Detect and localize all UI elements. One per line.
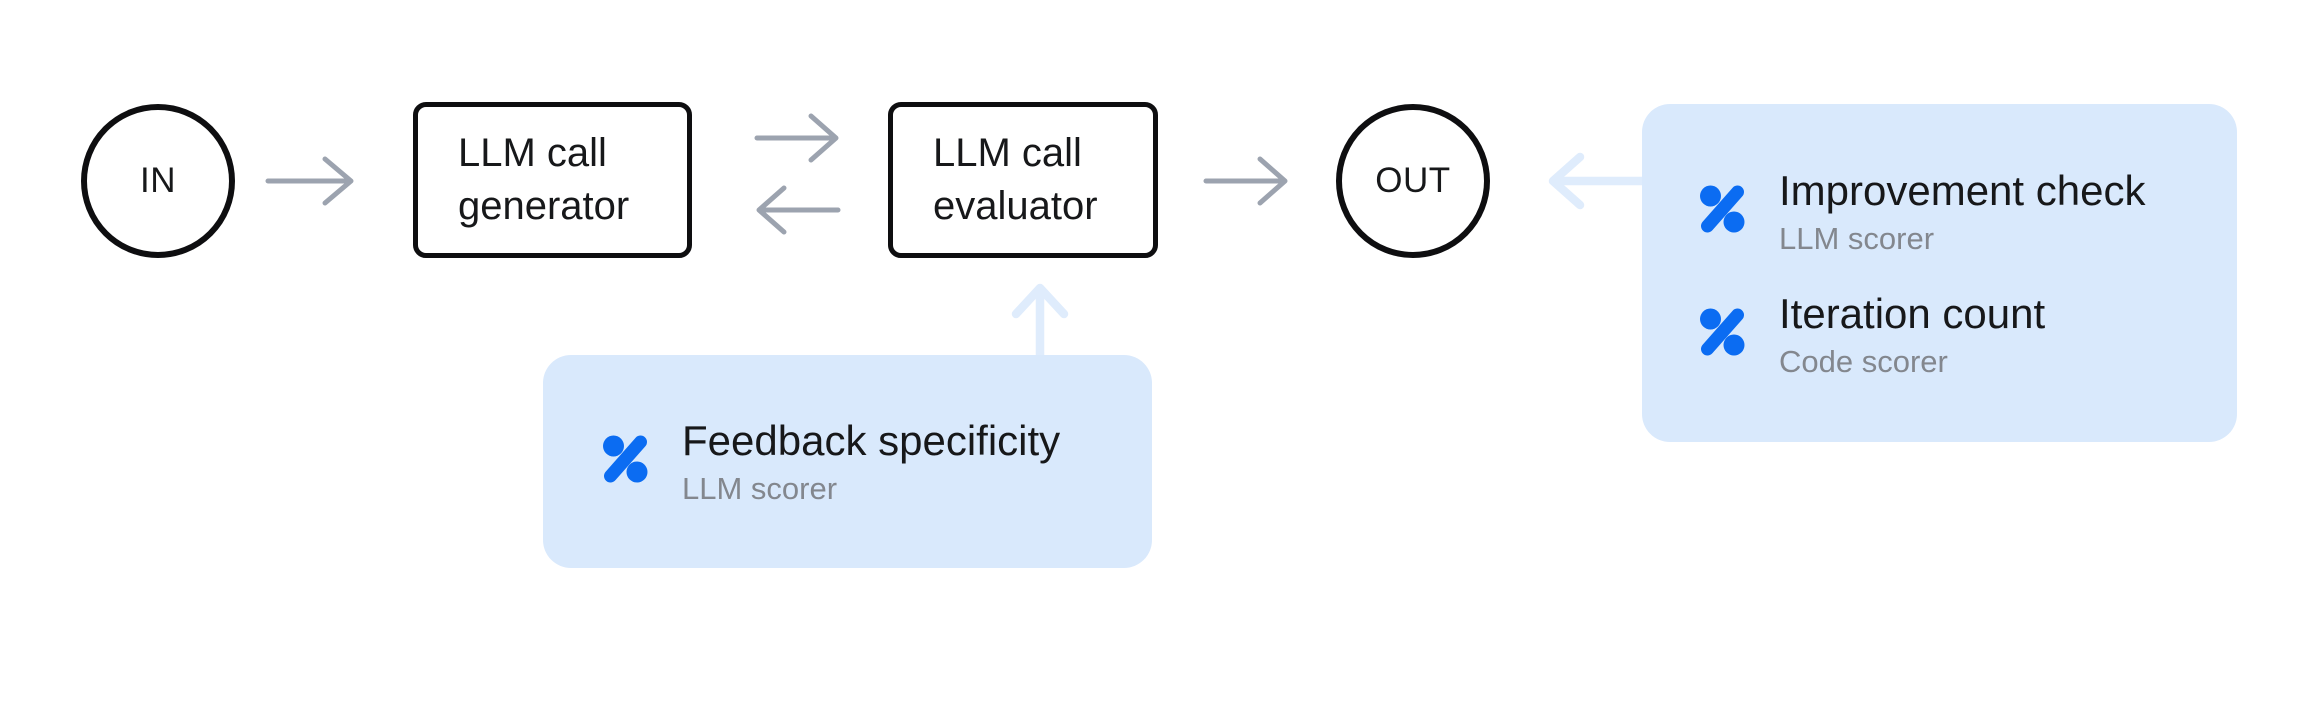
arrow-evaluator-to-out — [1203, 156, 1288, 206]
evaluator-node-label: LLM call evaluator — [933, 131, 1098, 228]
output-node: OUT — [1336, 104, 1490, 258]
output-scorers-card: Improvement check LLM scorer Iteration c… — [1642, 104, 2237, 442]
arrow-in-to-generator — [265, 156, 354, 206]
scorer-item: Improvement check LLM scorer — [1700, 165, 2237, 258]
scorer-item: Feedback specificity LLM scorer — [603, 415, 1152, 508]
scorer-text: Iteration count Code scorer — [1779, 288, 2045, 381]
scorer-title: Iteration count — [1779, 290, 2046, 337]
scorer-subtitle: LLM scorer — [1779, 221, 1935, 256]
arrow-scorer-card-to-evaluator — [1011, 283, 1069, 361]
scorer-text: Improvement check LLM scorer — [1779, 165, 2145, 258]
evaluator-node: LLM call evaluator — [888, 102, 1158, 258]
scorer-title: Improvement check — [1779, 167, 2146, 214]
arrow-evaluator-to-generator — [756, 185, 841, 235]
scorer-subtitle: Code scorer — [1779, 344, 1948, 379]
arrow-scorer-card-to-out — [1548, 152, 1648, 210]
scorer-title: Feedback specificity — [682, 417, 1061, 464]
input-node-label: IN — [140, 161, 176, 200]
percent-scorer-icon — [1700, 308, 1745, 356]
scorer-subtitle: LLM scorer — [682, 471, 838, 506]
output-node-label: OUT — [1375, 161, 1451, 200]
scorer-item: Iteration count Code scorer — [1700, 288, 2237, 381]
input-node: IN — [81, 104, 235, 258]
generator-node-label: LLM call generator — [458, 131, 630, 228]
generator-node: LLM call generator — [413, 102, 692, 258]
arrow-generator-to-evaluator — [754, 113, 839, 163]
evaluator-scorers-card: Feedback specificity LLM scorer — [543, 355, 1152, 568]
percent-scorer-icon — [1700, 185, 1745, 233]
percent-scorer-icon — [603, 435, 648, 483]
scorer-text: Feedback specificity LLM scorer — [682, 415, 1060, 508]
